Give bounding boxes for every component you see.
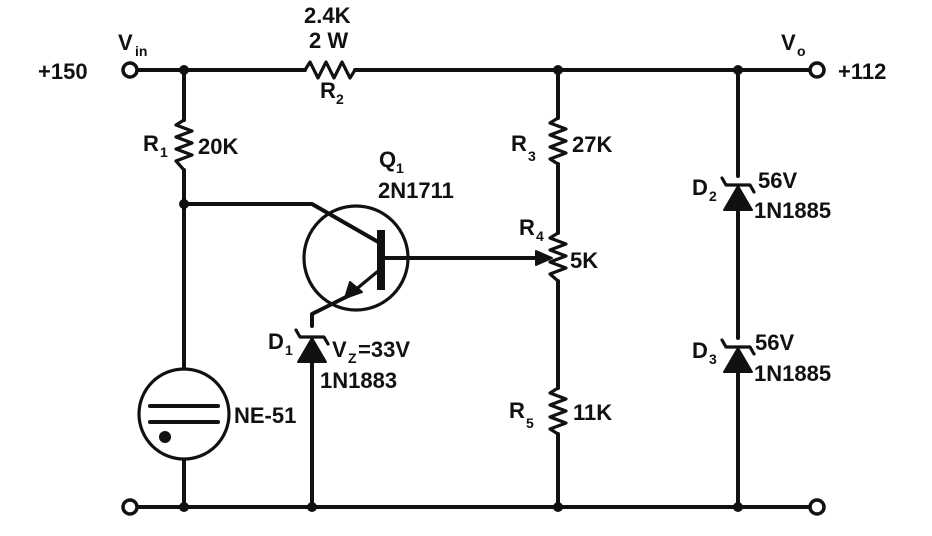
- neon-lamp-label: NE-51: [234, 403, 296, 428]
- input-voltage-label: +150: [38, 59, 88, 84]
- vin-label: V: [118, 30, 133, 55]
- ground-terminal-right: [808, 498, 826, 516]
- transistor-q1-symbol: [302, 204, 410, 312]
- r5-name-label: R: [509, 398, 525, 423]
- q1-part-label: 2N1711: [378, 178, 454, 203]
- r5-subscript: 5: [526, 415, 534, 431]
- junction-dot: [733, 65, 743, 75]
- junction-dot: [179, 65, 189, 75]
- r1-subscript: 1: [160, 144, 168, 160]
- d3-name-label: D: [692, 338, 708, 363]
- junction-dot: [179, 502, 189, 512]
- resistor-r5-symbol: [548, 386, 568, 436]
- emitter-arrow-icon: [344, 281, 363, 299]
- output-voltage-label: +112: [838, 59, 886, 84]
- d1-name-label: D: [268, 329, 284, 354]
- d1-vz-value: =33V: [358, 337, 410, 362]
- d1-subscript: 1: [285, 342, 293, 358]
- resistor-r2-symbol: [303, 60, 357, 80]
- resistor-r3-symbol: [548, 116, 568, 166]
- r2-name-label: R: [320, 78, 336, 103]
- r1-name-label: R: [143, 131, 159, 156]
- r2-value-label: 2.4K: [304, 3, 351, 28]
- vo-subscript: o: [797, 43, 806, 59]
- junction-dot: [733, 502, 743, 512]
- zener-d2-symbol: [720, 176, 756, 211]
- r3-name-label: R: [511, 131, 527, 156]
- vo-label: V: [781, 30, 796, 55]
- r4-name-label: R: [519, 215, 535, 240]
- junction-dot: [179, 199, 189, 209]
- q1-name-label: Q: [379, 147, 396, 172]
- vin-subscript: in: [135, 43, 147, 59]
- d2-part-label: 1N1885: [754, 198, 831, 223]
- r2-subscript: 2: [336, 91, 344, 107]
- d2-subscript: 2: [709, 188, 717, 204]
- d3-value-label: 56V: [755, 330, 794, 355]
- d2-value-label: 56V: [758, 168, 797, 193]
- q1-subscript: 1: [396, 160, 404, 176]
- potentiometer-r4-symbol: [548, 231, 568, 283]
- r3-subscript: 3: [528, 148, 536, 164]
- wiper-arrow-icon: [535, 250, 553, 266]
- zener-d3-symbol: [720, 338, 756, 373]
- junction-dot: [553, 502, 563, 512]
- vin-terminal: [121, 61, 139, 79]
- d1-vz-subscript: Z: [348, 350, 357, 366]
- d1-vz-label: V: [332, 337, 347, 362]
- vout-terminal: [808, 61, 826, 79]
- r5-value-label: 11K: [573, 400, 612, 425]
- ground-terminal-left: [121, 498, 139, 516]
- d1-part-label: 1N1883: [320, 368, 397, 393]
- zener-d1-symbol: [294, 328, 330, 363]
- neon-lamp-symbol: [137, 367, 231, 461]
- wiring: [135, 68, 813, 509]
- junction-dot: [553, 65, 563, 75]
- r3-value-label: 27K: [572, 132, 612, 157]
- r4-value-label: 5K: [570, 248, 598, 273]
- d3-subscript: 3: [709, 351, 717, 367]
- d3-part-label: 1N1885: [754, 361, 831, 386]
- d2-name-label: D: [692, 175, 708, 200]
- r2-rating-label: 2 W: [309, 28, 348, 53]
- resistor-r1-symbol: [174, 118, 194, 172]
- r1-value-label: 20K: [198, 134, 238, 159]
- junction-dot: [307, 502, 317, 512]
- r4-subscript: 4: [536, 228, 544, 244]
